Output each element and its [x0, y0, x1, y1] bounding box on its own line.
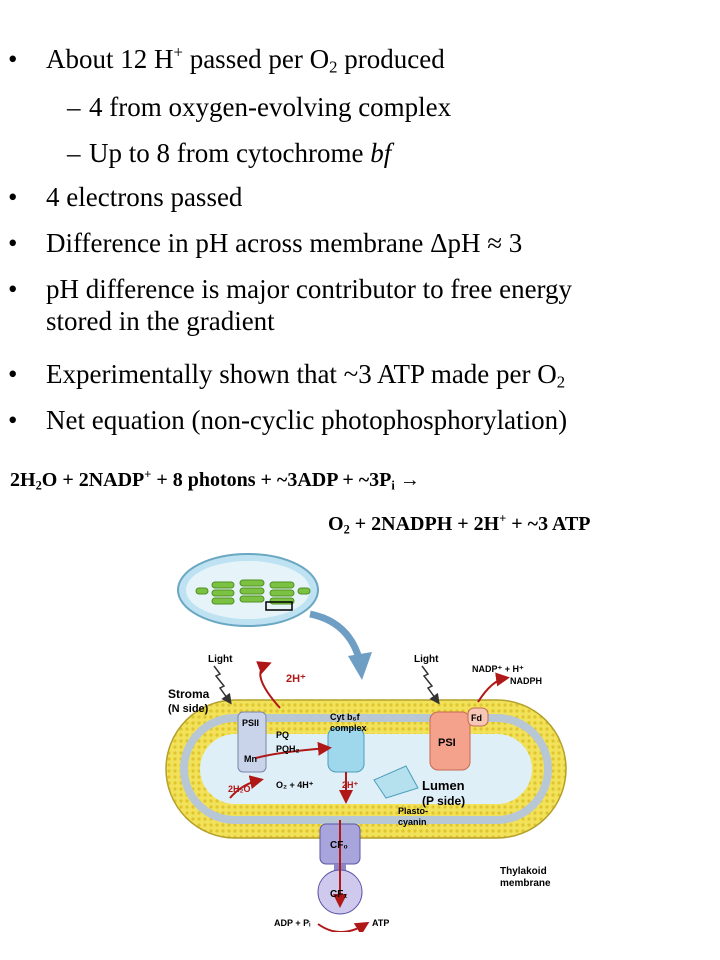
eq1-part: 2H	[10, 469, 36, 491]
cf1-label: CF₁	[330, 889, 347, 900]
bullet-marker: •	[8, 274, 18, 304]
eq1-sub: i	[391, 478, 395, 493]
nadph-arrow	[477, 672, 510, 703]
eq1-arrow: →	[394, 469, 420, 491]
bullet-1-sup: +	[173, 42, 183, 62]
bullet-2-text: 4 electrons passed	[46, 182, 243, 212]
adp-label: ADP + Pᵢ	[274, 918, 311, 928]
eq1-part: + 8 photons + ~3ADP + ~3P	[151, 469, 392, 491]
bullet-6-text: Net equation (non-cyclic photophosphoryl…	[46, 405, 568, 435]
stroma-label: Stroma	[168, 687, 210, 701]
bullet-2: • 4 electrons passed	[8, 181, 243, 213]
bullet-marker: •	[8, 182, 18, 212]
light-label-right: Light	[414, 654, 439, 665]
bullet-4-line1: pH difference is major contributor to fr…	[46, 274, 573, 304]
bullet-5: • Experimentally shown that ~3 ATP made …	[8, 358, 566, 392]
bullet-marker: •	[8, 44, 18, 74]
equation-line-2: O2 + 2NADPH + 2H+ + ~3 ATP	[328, 512, 591, 536]
subbullet-1: – 4 from oxygen-evolving complex	[67, 91, 452, 123]
proton-arrow-top	[256, 661, 281, 709]
eq2-part: O	[328, 513, 344, 535]
water-arrow	[229, 775, 264, 799]
eq2-part: + 2NADPH + 2H	[349, 513, 500, 535]
mn-label: Mn	[244, 754, 257, 764]
plastocyanin-label-2: cyanin	[398, 817, 427, 827]
stroma-side-label: (N side)	[168, 703, 209, 715]
bullet-marker: •	[8, 405, 18, 435]
oxygen-label: O₂ + 4H⁺	[276, 780, 314, 790]
eq1-sub: 2	[35, 478, 42, 493]
lumen-side-label: (P side)	[422, 794, 465, 808]
fd-protein	[467, 707, 489, 727]
plastocyanin	[373, 765, 419, 799]
bullet-6: • Net equation (non-cyclic photophosphor…	[8, 404, 568, 436]
bullet-3: • Difference in pH across membrane ΔpH ≈…	[8, 227, 523, 259]
chloroplast-inset	[177, 553, 319, 627]
thylakoid-membrane	[165, 699, 567, 839]
eq2-part: + ~3 ATP	[506, 513, 591, 535]
bullet-5-sub: 2	[556, 372, 566, 392]
psi-label: PSI	[438, 737, 456, 749]
cyt-b6f-complex	[327, 727, 365, 773]
membrane-label: membrane	[500, 878, 551, 889]
subbullet-1-text: 4 from oxygen-evolving complex	[89, 92, 452, 122]
bullet-1-post: produced	[337, 44, 445, 74]
equation-line-1: 2H2O + 2NADP+ + 8 photons + ~3ADP + ~3Pi…	[10, 468, 420, 492]
bullet-1-pre: About 12 H	[46, 44, 174, 74]
light-arrow-right	[421, 665, 440, 705]
bullet-5-pre: Experimentally shown that ~3 ATP made pe…	[46, 359, 557, 389]
dash-marker: –	[67, 138, 81, 168]
bullet-4-line2: stored in the gradient	[46, 306, 275, 336]
thylakoid-label: Thylakoid	[500, 866, 547, 877]
bullet-1-mid: passed per O	[182, 44, 330, 74]
nadp-label: NADP⁺ + H⁺	[472, 664, 524, 674]
bullet-1-sub: 2	[329, 57, 338, 77]
lumen-label: Lumen	[422, 778, 465, 793]
eq2-sup: +	[499, 511, 507, 526]
light-label-left: Light	[208, 654, 233, 665]
bullet-3-symbol: ΔpH ≈ 3	[430, 228, 523, 258]
subbullet-2-em: bf	[370, 138, 392, 168]
psi-complex	[429, 711, 471, 771]
eq1-part: O + 2NADP	[41, 469, 145, 491]
zoom-arrow	[309, 610, 364, 663]
subbullet-2-pre: Up to 8 from cytochrome	[89, 138, 371, 168]
pqh2-label: PQH₂	[276, 744, 300, 754]
atp-arrow	[317, 921, 370, 932]
proton-label-lumen: 2H⁺	[342, 780, 359, 790]
pq-label: PQ	[276, 730, 289, 740]
cyt-label: Cyt b₆f	[330, 712, 361, 722]
eq2-sub: 2	[343, 522, 350, 537]
subbullet-2: – Up to 8 from cytochrome bf	[67, 137, 392, 169]
fd-label: Fd	[471, 713, 482, 723]
pq-arrow	[255, 741, 332, 759]
psii-label: PSII	[242, 718, 259, 728]
bullet-marker: •	[8, 228, 18, 258]
zoom-arrow-head	[348, 652, 372, 680]
light-arrow-left	[213, 665, 232, 705]
water-label: 2H₂O	[228, 784, 251, 794]
eq1-sup: +	[144, 467, 152, 482]
proton-label-top: 2H⁺	[286, 673, 306, 685]
nadph-label: NADPH	[510, 676, 542, 686]
cyt-complex-label: complex	[330, 723, 367, 733]
bullet-3-pre: Difference in pH across membrane	[46, 228, 431, 258]
bullet-4: • pH difference is major contributor to …	[8, 273, 573, 337]
dash-marker: –	[67, 92, 81, 122]
thylakoid-diagram: Light Light Stroma (N side) 2H⁺ PSII PQ …	[165, 553, 567, 932]
bullet-1: • About 12 H+ passed per O2 produced	[8, 42, 445, 77]
cfo-label: CF₀	[330, 840, 348, 851]
atp-label: ATP	[372, 918, 389, 928]
plastocyanin-label: Plasto-	[398, 806, 428, 816]
bullet-marker: •	[8, 359, 18, 389]
